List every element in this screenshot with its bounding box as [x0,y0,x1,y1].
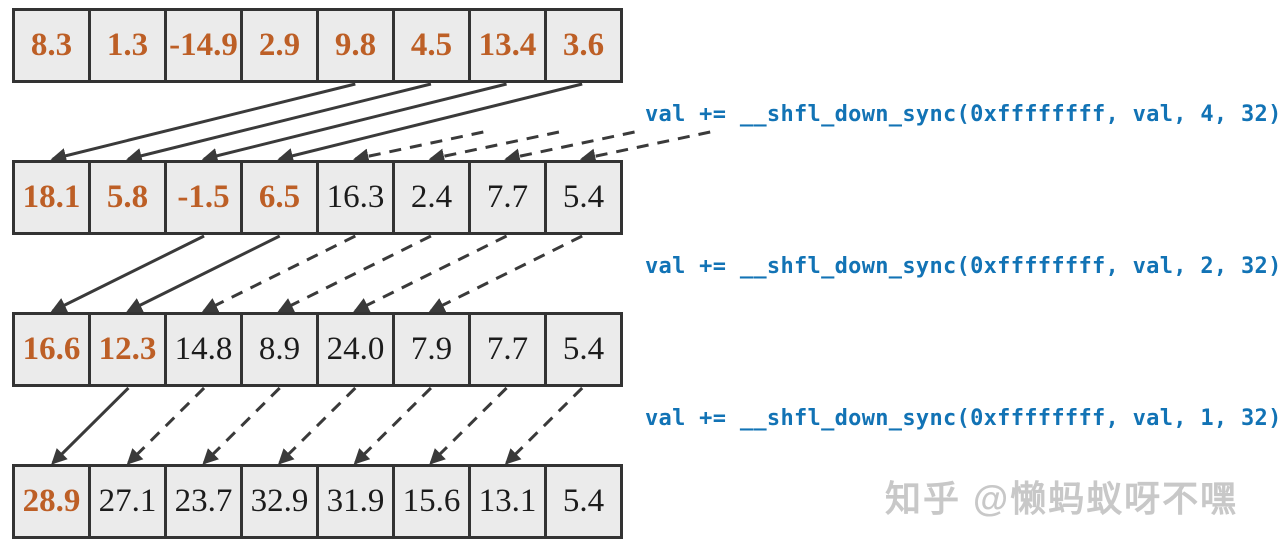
arrow-dashed-offgrid-stage0-to-5 [428,130,560,164]
lane-cell-0-2: -14.9 [167,11,240,80]
lane-value: 7.9 [410,331,453,367]
lane-value: 5.8 [106,179,149,215]
lane-value: 2.4 [410,179,453,215]
lane-cell-3-3: 32.9 [243,467,316,536]
arrow-dashed-stage1-lane7-to-5 [428,234,583,313]
lane-value: 8.3 [30,27,73,63]
arrow-dashed-offgrid-stage0-to-7 [579,130,711,164]
lane-value: 5.4 [562,331,605,367]
lane-value: 6.5 [258,179,301,215]
lane-value: 5.4 [562,179,605,215]
watermark: 知乎 @懒蚂蚁呀不嘿 [885,478,1239,519]
lane-cell-1-2: -1.5 [167,163,240,232]
lane-cell-2-3: 8.9 [243,315,316,384]
code-line-2: val += __shfl_down_sync(0xffffffff, val,… [645,406,1281,431]
arrow-solid-stage0-lane7-to-3 [277,82,583,164]
lane-cell-1-1: 5.8 [91,163,164,232]
lane-cell-0-0: 8.3 [15,11,88,80]
lane-value: 13.4 [478,27,537,63]
lane-value: -1.5 [177,179,230,215]
lane-cell-2-7: 5.4 [547,315,620,384]
lane-cell-2-2: 14.8 [167,315,240,384]
arrow-dashed-stage1-lane5-to-3 [277,234,432,313]
lane-value: 23.7 [174,483,233,519]
arrow-dashed-stage1-lane6-to-4 [353,234,508,313]
lane-value: 27.1 [98,483,157,519]
lane-value: 13.1 [478,483,537,519]
lane-cell-3-7: 5.4 [547,467,620,536]
lane-value: 7.7 [486,331,529,367]
lane-value: 4.5 [410,27,453,63]
lane-cell-0-5: 4.5 [395,11,468,80]
lane-value: 18.1 [22,179,81,215]
arrow-dashed-stage2-lane4-to-3 [278,386,357,465]
lane-value: 32.9 [250,483,309,519]
warp-row-3: 28.9 27.1 23.7 32.9 31.9 15.6 13.1 5.4 [12,464,623,539]
arrow-dashed-stage1-lane4-to-2 [201,234,356,313]
warp-row-2: 16.6 12.3 14.8 8.9 24.0 7.9 7.7 5.4 [12,312,623,387]
arrow-solid-stage1-lane2-to-0 [50,234,205,313]
lane-value: 5.4 [562,483,605,519]
arrow-solid-stage0-lane6-to-2 [201,82,507,164]
arrow-dashed-stage2-lane3-to-2 [202,386,281,465]
lane-value: 2.9 [258,27,301,63]
code-line-0: val += __shfl_down_sync(0xffffffff, val,… [645,102,1281,127]
lane-cell-0-3: 2.9 [243,11,316,80]
arrow-solid-stage1-lane3-to-1 [126,234,281,313]
lane-cell-1-4: 16.3 [319,163,392,232]
lane-cell-2-6: 7.7 [471,315,544,384]
lane-cell-0-7: 3.6 [547,11,620,80]
arrow-dashed-stage2-lane2-to-1 [126,386,206,465]
lane-value: 7.7 [486,179,529,215]
lane-value: -14.9 [169,27,238,63]
lane-value: 3.6 [562,27,605,63]
arrow-dashed-stage2-lane7-to-6 [504,386,584,465]
lane-cell-1-0: 18.1 [15,163,88,232]
lane-cell-2-1: 12.3 [91,315,164,384]
lane-cell-0-4: 9.8 [319,11,392,80]
lane-cell-3-6: 13.1 [471,467,544,536]
lane-cell-2-0: 16.6 [15,315,88,384]
lane-cell-3-5: 15.6 [395,467,468,536]
arrow-solid-stage0-lane4-to-0 [50,82,356,164]
lane-value: 16.6 [22,331,81,367]
warp-row-1: 18.1 5.8 -1.5 6.5 16.3 2.4 7.7 5.4 [12,160,623,235]
lane-cell-0-6: 13.4 [471,11,544,80]
shuffle-arrows [50,82,711,465]
arrow-solid-stage2-lane1-to-0 [51,386,130,465]
lane-value: 9.8 [334,27,377,63]
lane-value: 24.0 [326,331,385,367]
lane-value: 15.6 [402,483,461,519]
lane-cell-3-1: 27.1 [91,467,164,536]
arrow-dashed-stage2-lane6-to-5 [429,386,508,465]
code-line-1: val += __shfl_down_sync(0xffffffff, val,… [645,254,1281,279]
lane-cell-1-7: 5.4 [547,163,620,232]
lane-cell-1-5: 2.4 [395,163,468,232]
lane-value: 16.3 [326,179,385,215]
warp-row-0: 8.3 1.3 -14.9 2.9 9.8 4.5 13.4 3.6 [12,8,623,83]
lane-cell-2-4: 24.0 [319,315,392,384]
arrow-dashed-stage2-lane5-to-4 [353,386,432,465]
arrow-dashed-offgrid-stage0-to-6 [504,130,635,164]
lane-value: 28.9 [22,483,81,519]
lane-cell-3-4: 31.9 [319,467,392,536]
arrow-dashed-offgrid-stage0-to-4 [353,130,484,164]
lane-cell-3-0: 28.9 [15,467,88,536]
lane-cell-0-1: 1.3 [91,11,164,80]
lane-value: 12.3 [98,331,157,367]
lane-value: 31.9 [326,483,385,519]
lane-value: 8.9 [258,331,301,367]
lane-value: 1.3 [106,27,149,63]
arrow-solid-stage0-lane5-to-1 [126,82,432,164]
lane-value: 14.8 [174,331,233,367]
lane-cell-3-2: 23.7 [167,467,240,536]
lane-cell-2-5: 7.9 [395,315,468,384]
lane-cell-1-3: 6.5 [243,163,316,232]
lane-cell-1-6: 7.7 [471,163,544,232]
